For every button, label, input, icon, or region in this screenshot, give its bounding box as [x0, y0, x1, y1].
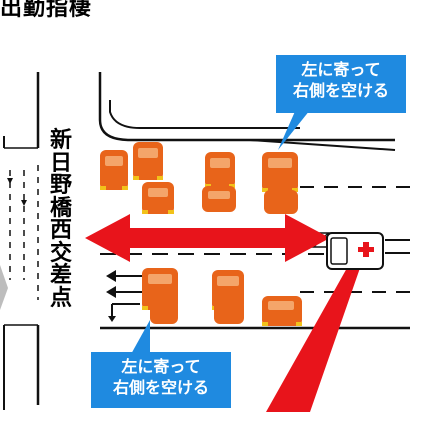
chevron-icon	[0, 265, 8, 310]
ambulance-icon	[326, 232, 384, 270]
intersection-label-char: 日	[49, 150, 72, 176]
callout-top: 左に寄って 右側を空ける	[276, 55, 406, 113]
intersection-label-char: 交	[49, 240, 72, 266]
intersection-label-char: 野	[49, 173, 72, 198]
callout-top-line2: 右側を空ける	[292, 81, 389, 100]
road-edge	[109, 100, 300, 129]
lane-arrow-icon	[7, 178, 13, 184]
red-arrow-icon	[85, 214, 330, 262]
callout-top-line1: 左に寄って	[301, 60, 381, 79]
car-icon	[202, 186, 236, 212]
car-icon	[214, 300, 244, 324]
car-icon	[262, 296, 302, 326]
car-icon	[264, 190, 298, 214]
intersection-label-char: 西	[49, 218, 72, 243]
car-icon	[133, 142, 163, 180]
intersection-label-char: 新	[49, 128, 72, 153]
page-heading: 出勤指棲	[0, 0, 93, 21]
car-icon	[142, 268, 178, 310]
road-edge	[249, 139, 396, 151]
car-icon	[262, 152, 298, 192]
road-edge	[98, 72, 395, 142]
car-icon	[205, 152, 235, 188]
lane-arrow-icon	[108, 316, 116, 322]
callout-tail	[130, 320, 150, 356]
intersection-label-char: 点	[49, 285, 72, 311]
intersection-label-char: 差	[49, 263, 72, 288]
lane-arrow-icon	[21, 200, 27, 206]
callout-bottom-line2: 右側を空ける	[112, 378, 209, 397]
lane-arrow-icon	[106, 286, 116, 298]
intersection-label: 新日野橋西交差点	[49, 128, 73, 311]
intersection-label-char: 橋	[49, 195, 72, 221]
car-icon	[142, 182, 174, 214]
callout-bottom-line1: 左に寄って	[121, 357, 201, 376]
car-icon	[100, 150, 128, 190]
car-icon	[150, 300, 178, 324]
red-arrow-icon	[266, 268, 360, 412]
callout-bottom: 左に寄って 右側を空ける	[91, 352, 231, 408]
lane-arrow-icon	[106, 270, 116, 282]
